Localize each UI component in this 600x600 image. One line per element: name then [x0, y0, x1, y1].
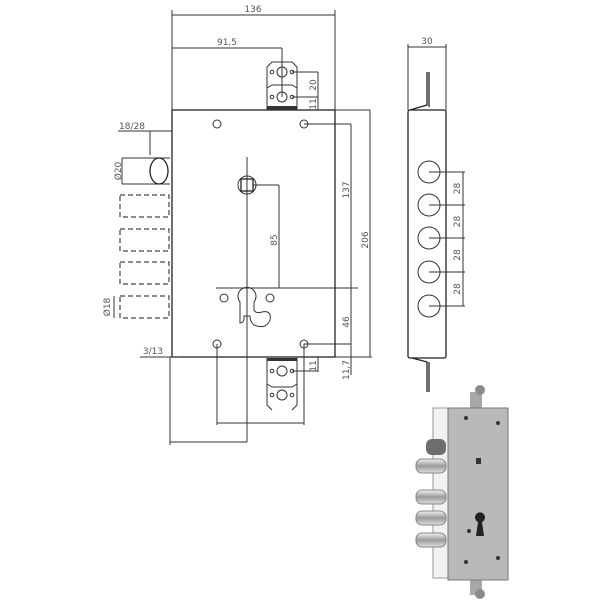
dim-11-top: 11 [309, 98, 319, 109]
bolt-photo [415, 489, 447, 505]
dim-85: 85 [270, 234, 280, 245]
dim-46: 46 [342, 316, 352, 328]
dim-20: 20 [309, 79, 319, 91]
bolt-photo [415, 458, 447, 474]
dim-11-7: 11,7 [342, 360, 352, 380]
top-tab [409, 72, 430, 111]
bolt-photo [415, 532, 447, 548]
front-view: 136 91,5 20 11 85 [102, 5, 372, 445]
bolt-outline [119, 295, 170, 319]
cylinder-keyhole [237, 286, 271, 328]
bottom-tab [411, 357, 430, 392]
lock-case-outline [171, 109, 336, 358]
lock-product-image [415, 385, 509, 599]
dim-30: 30 [421, 37, 433, 47]
dim-28: 28 [453, 216, 463, 228]
dim-28: 28 [453, 249, 463, 261]
dim-diameter-20: Ø20 [113, 161, 124, 180]
top-strike-plate [266, 61, 298, 110]
bolt-outline [119, 261, 170, 285]
mounting-hole [212, 119, 222, 129]
side-view: 30 28 28 28 28 [407, 37, 465, 392]
deadbolt-photo [426, 439, 446, 455]
dim-11-bottom: 11 [309, 360, 319, 371]
lock-case-side [407, 109, 447, 359]
dim-136: 136 [244, 5, 261, 15]
dim-206: 206 [361, 231, 371, 248]
bolt-photo [415, 510, 447, 526]
bottom-strike-plate [266, 358, 298, 411]
bolt-outline [119, 228, 170, 252]
dim-28: 28 [453, 283, 463, 295]
bolt-outline [119, 194, 170, 218]
deadbolt [121, 157, 170, 185]
dim-diameter-18: Ø18 [102, 297, 113, 316]
dim-137: 137 [342, 181, 352, 198]
dim-91-5: 91,5 [217, 38, 237, 48]
dim-18-28: 18/28 [119, 122, 145, 132]
dim-28: 28 [453, 183, 463, 195]
dim-3-13: 3/13 [143, 347, 163, 357]
